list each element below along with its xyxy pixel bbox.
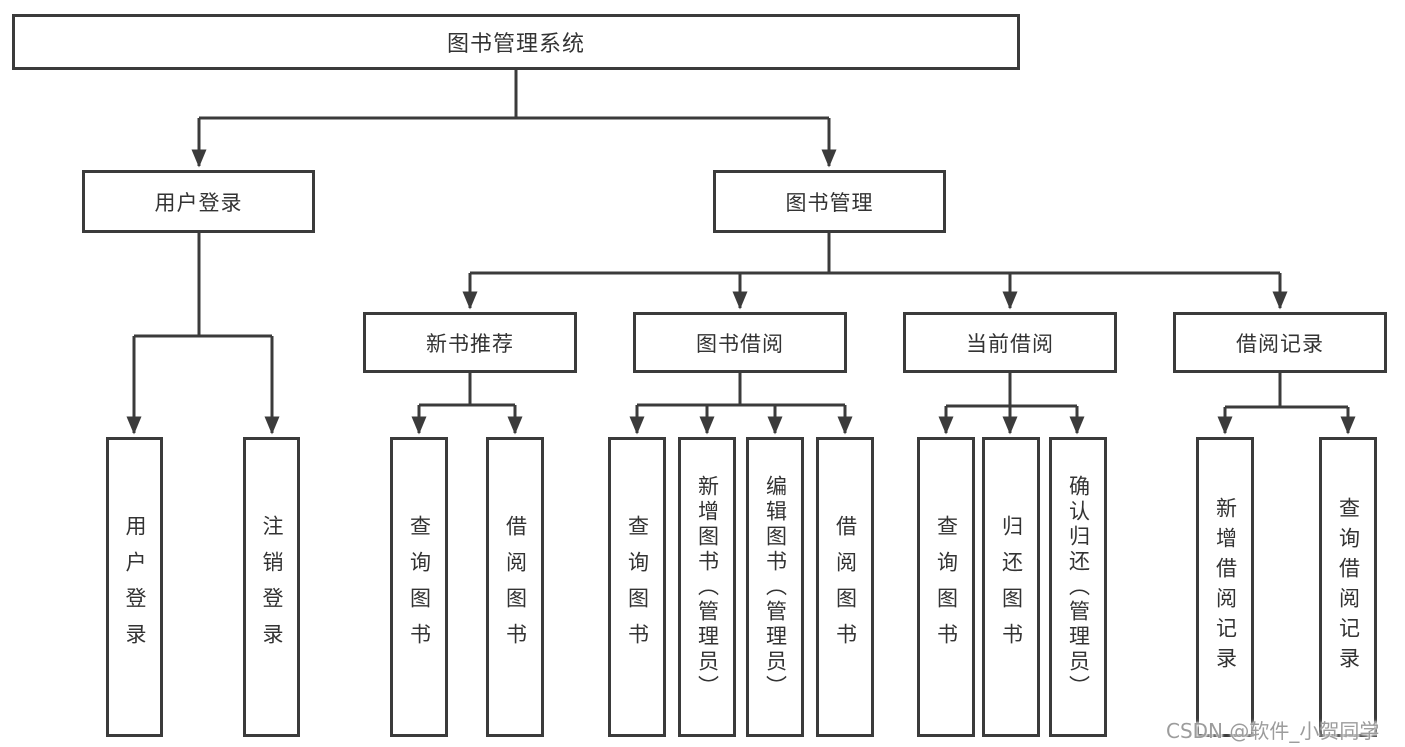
node-bb-add-books-admin-label: 新增图书（管理员） <box>695 474 720 700</box>
node-cb-confirm-return-admin-label: 确认归还（管理员） <box>1066 474 1091 700</box>
node-bb-edit-books-admin: 编辑图书（管理员） <box>746 437 804 737</box>
node-bb-borrow-books: 借阅图书 <box>816 437 874 737</box>
node-new-book-recommend: 新书推荐 <box>363 312 577 373</box>
node-nbr-borrow-books-label: 借阅图书 <box>503 515 528 659</box>
node-user-login-group: 用户登录 <box>82 170 315 233</box>
node-bb-add-books-admin: 新增图书（管理员） <box>678 437 736 737</box>
node-current-borrow-label: 当前借阅 <box>966 331 1054 356</box>
node-nbr-query-books-label: 查询图书 <box>407 515 432 659</box>
node-cb-confirm-return-admin: 确认归还（管理员） <box>1049 437 1107 737</box>
node-nbr-borrow-books: 借阅图书 <box>486 437 544 737</box>
node-br-query-record-label: 查询借阅记录 <box>1336 497 1361 677</box>
node-bb-query-books: 查询图书 <box>608 437 666 737</box>
node-book-borrow-label: 图书借阅 <box>696 331 784 356</box>
node-logout-label: 注销登录 <box>260 515 284 659</box>
node-logout: 注销登录 <box>243 437 300 737</box>
node-borrow-records-label: 借阅记录 <box>1236 331 1324 356</box>
node-br-query-record: 查询借阅记录 <box>1319 437 1377 737</box>
node-new-book-recommend-label: 新书推荐 <box>426 331 514 356</box>
csdn-watermark: CSDN @软件_小贺同学 <box>1166 719 1380 743</box>
node-borrow-records: 借阅记录 <box>1173 312 1387 373</box>
node-cb-query-books-label: 查询图书 <box>934 515 959 659</box>
node-nbr-query-books: 查询图书 <box>390 437 448 737</box>
node-br-add-record: 新增借阅记录 <box>1196 437 1254 737</box>
node-book-management-label: 图书管理 <box>785 190 874 215</box>
node-system-root-label: 图书管理系统 <box>446 32 585 57</box>
node-br-add-record-label: 新增借阅记录 <box>1213 497 1238 677</box>
node-cb-query-books: 查询图书 <box>917 437 975 737</box>
node-book-borrow: 图书借阅 <box>633 312 847 373</box>
node-bb-edit-books-admin-label: 编辑图书（管理员） <box>763 474 788 700</box>
node-cb-return-books: 归还图书 <box>982 437 1040 737</box>
node-current-borrow: 当前借阅 <box>903 312 1117 373</box>
node-user-login: 用户登录 <box>106 437 163 737</box>
node-cb-return-books-label: 归还图书 <box>999 515 1024 659</box>
node-bb-borrow-books-label: 借阅图书 <box>833 515 858 659</box>
node-user-login-group-label: 用户登录 <box>154 190 243 215</box>
node-system-root: 图书管理系统 <box>12 14 1020 70</box>
node-user-login-label: 用户登录 <box>123 515 147 659</box>
node-bb-query-books-label: 查询图书 <box>625 515 650 659</box>
node-book-management: 图书管理 <box>713 170 946 233</box>
